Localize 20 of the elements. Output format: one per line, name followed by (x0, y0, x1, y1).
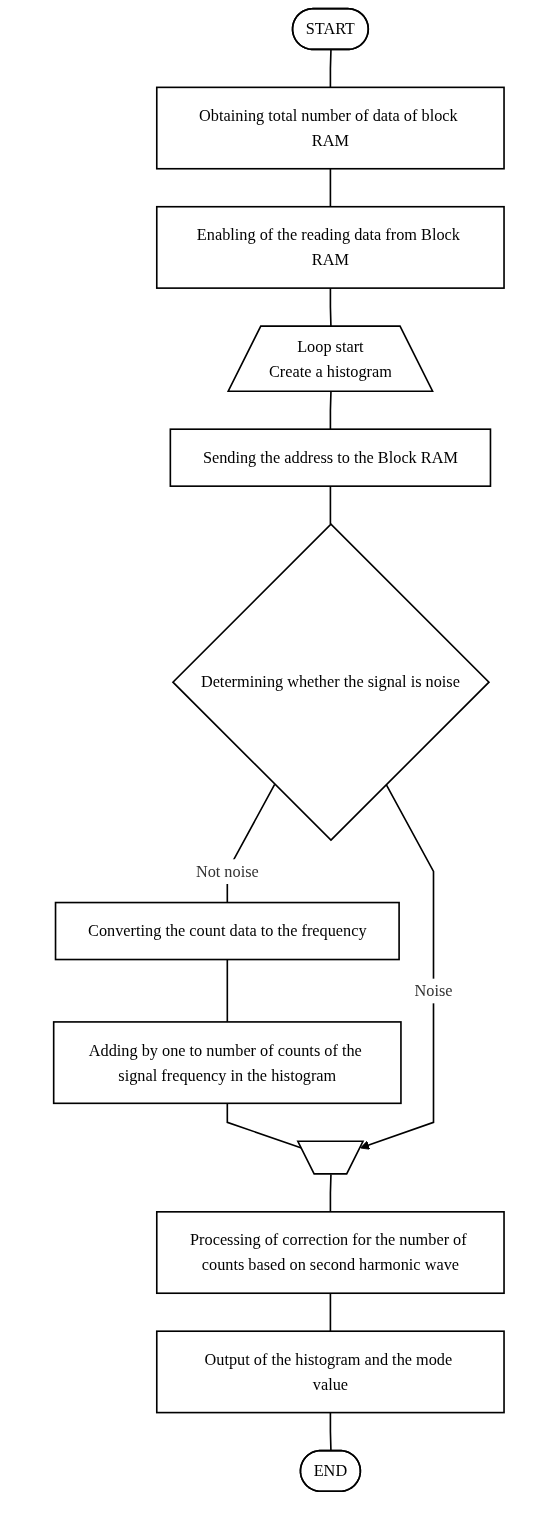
node-diamond: Determining whether the signal is noise (171, 523, 490, 842)
node-box: Obtaining total number of data of block RAM (155, 86, 505, 170)
edge-label: Not noise (195, 862, 259, 880)
connector (329, 485, 331, 525)
connector (329, 1173, 332, 1213)
connector (329, 1292, 331, 1333)
node-box: Output of the histogram and the mode value (155, 1330, 505, 1414)
connector (329, 1411, 332, 1452)
node-box (296, 1140, 364, 1175)
node-box: Sending the address to the Block RAM (169, 428, 491, 487)
node-box: Enabling of the reading data from Block RAM (155, 205, 505, 289)
connector (329, 167, 331, 208)
connector (226, 1102, 302, 1149)
node-box: Adding by one to number of counts of the signal frequency in the histogram (52, 1021, 402, 1105)
edge-label: Noise (414, 981, 453, 1000)
arrow (359, 783, 434, 1150)
connector (226, 958, 228, 1023)
node-box: Processing of correction for the number of counts based on second harmonic wave (155, 1211, 505, 1295)
node-box: Converting the count data to the frequency (54, 901, 400, 961)
connector (329, 49, 332, 89)
